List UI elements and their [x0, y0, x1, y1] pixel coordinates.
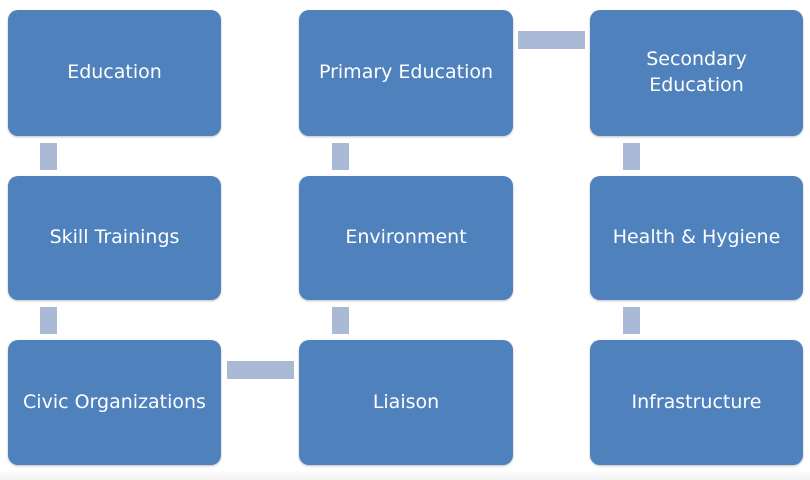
page-footer-shade — [0, 470, 810, 480]
node-primary-education-label: Primary Education — [318, 61, 494, 84]
connector-environment-liaison — [332, 307, 349, 334]
connector-health-infrastructure — [623, 307, 640, 334]
node-health-hygiene: Health & Hygiene — [590, 176, 803, 300]
connector-skill-civic — [40, 307, 57, 334]
node-health-hygiene-label: Health & Hygiene — [612, 226, 781, 249]
connector-primary-secondary — [518, 31, 585, 49]
node-education: Education — [8, 10, 221, 136]
node-skill-trainings-label: Skill Trainings — [49, 226, 180, 249]
node-infrastructure-label: Infrastructure — [631, 390, 762, 413]
connector-civic-liaison — [227, 361, 294, 379]
node-liaison: Liaison — [299, 340, 513, 465]
node-civic-organizations: Civic Organizations — [8, 340, 221, 465]
connector-secondary-health — [623, 143, 640, 170]
node-skill-trainings: Skill Trainings — [8, 176, 221, 300]
node-primary-education: Primary Education — [299, 10, 513, 136]
node-education-label: Education — [67, 61, 162, 84]
node-liaison-label: Liaison — [372, 390, 440, 413]
node-secondary-education: Secondary Education — [590, 10, 803, 136]
connector-primary-environment — [332, 143, 349, 170]
node-infrastructure: Infrastructure — [590, 340, 803, 465]
node-civic-organizations-label: Civic Organizations — [23, 390, 206, 413]
node-environment-label: Environment — [345, 226, 467, 249]
node-secondary-education-label: Secondary Education — [646, 48, 747, 96]
connector-education-skill — [40, 143, 57, 170]
node-environment: Environment — [299, 176, 513, 300]
